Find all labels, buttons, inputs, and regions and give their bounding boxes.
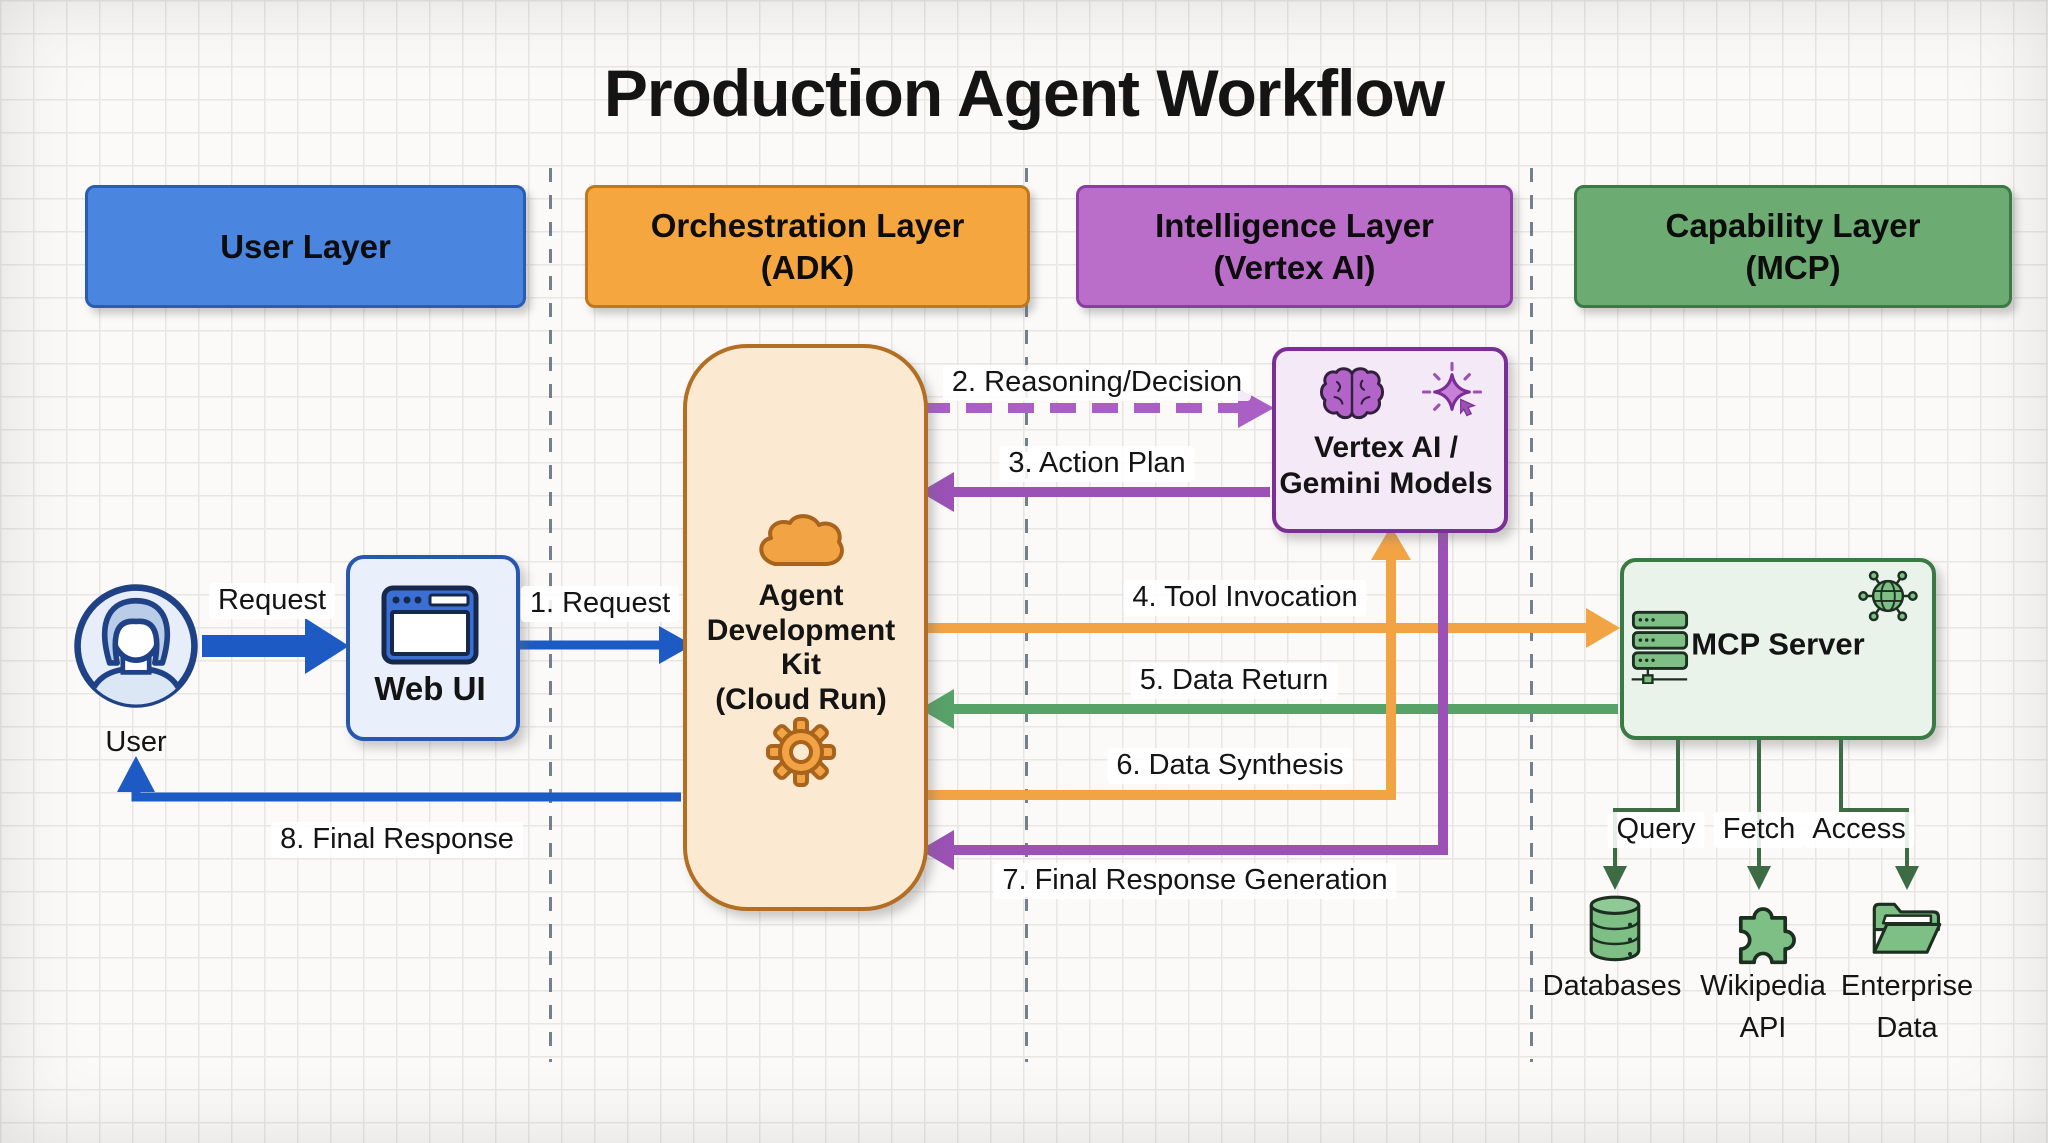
edge-label-access: Access — [1803, 812, 1915, 848]
brain-icon — [1319, 364, 1385, 424]
edge-label-step6: 6. Data Synthesis — [1107, 748, 1353, 784]
gear-icon — [765, 716, 837, 788]
lane-separator-2 — [1025, 168, 1028, 1062]
user-avatar-icon — [70, 580, 202, 712]
edge-label-step3: 3. Action Plan — [999, 446, 1195, 482]
edge-label-step7: 7. Final Response Generation — [993, 863, 1397, 899]
database-cylinder-icon — [1586, 894, 1644, 964]
arrow-step5-data-return — [920, 689, 1618, 729]
arrow-request — [202, 618, 349, 674]
edge-label-step2: 2. Reasoning/Decision — [942, 365, 1252, 401]
web-ui-label: Web UI — [374, 670, 486, 708]
edge-label-step8: 8. Final Response — [271, 822, 523, 858]
browser-icon — [380, 584, 480, 666]
lane-separator-3 — [1530, 168, 1533, 1062]
puzzle-piece-icon — [1726, 892, 1800, 966]
arrow-step1-request — [512, 626, 693, 664]
edge-label-step1: 1. Request — [520, 586, 680, 622]
layer-header-capability: Capability Layer (MCP) — [1574, 185, 2012, 308]
edge-label-request: Request — [208, 583, 336, 619]
vertex-ai-node — [1272, 347, 1508, 533]
arrow-step4-tool-invocation — [922, 608, 1620, 648]
folder-icon — [1868, 894, 1946, 960]
page-title: Production Agent Workflow — [603, 56, 1445, 130]
adk-node — [683, 344, 928, 911]
layer-header-orchestration-label: Orchestration Layer (ADK) — [650, 207, 965, 286]
adk-label: Agent Development Kit (Cloud Run) — [706, 579, 896, 716]
edge-label-step4: 4. Tool Invocation — [1123, 580, 1367, 616]
network-globe-icon — [1857, 565, 1919, 627]
arrow-step7-final-generation — [920, 527, 1448, 870]
server-stack-icon — [1630, 610, 1690, 685]
vertex-ai-label: Vertex AI / Gemini Models — [1279, 431, 1493, 500]
layer-header-intelligence-label: Intelligence Layer (Vertex AI) — [1155, 207, 1434, 286]
cloud-icon — [751, 508, 851, 572]
layer-header-user-label: User Layer — [220, 227, 391, 265]
edge-label-query: Query — [1607, 812, 1705, 848]
enterprise-data-label: Enterprise Data — [1840, 969, 1974, 1044]
layer-header-capability-label: Capability Layer (MCP) — [1665, 207, 1921, 286]
edge-label-step5: 5. Data Return — [1130, 663, 1338, 699]
arrow-step3-action-plan — [920, 472, 1270, 512]
layer-header-intelligence: Intelligence Layer (Vertex AI) — [1076, 185, 1513, 308]
arrow-step8-final-response — [117, 756, 681, 802]
layer-header-orchestration: Orchestration Layer (ADK) — [585, 185, 1030, 308]
layer-header-user: User Layer — [85, 185, 526, 308]
wikipedia-api-label: Wikipedia API — [1700, 969, 1826, 1044]
databases-label: Databases — [1542, 969, 1682, 1002]
mcp-server-label: MCP Server — [1691, 626, 1865, 662]
user-label: User — [105, 725, 167, 758]
arrow-step6-data-synthesis — [922, 526, 1411, 800]
sparkle-cursor-icon — [1421, 361, 1483, 423]
edge-label-fetch: Fetch — [1713, 812, 1805, 848]
